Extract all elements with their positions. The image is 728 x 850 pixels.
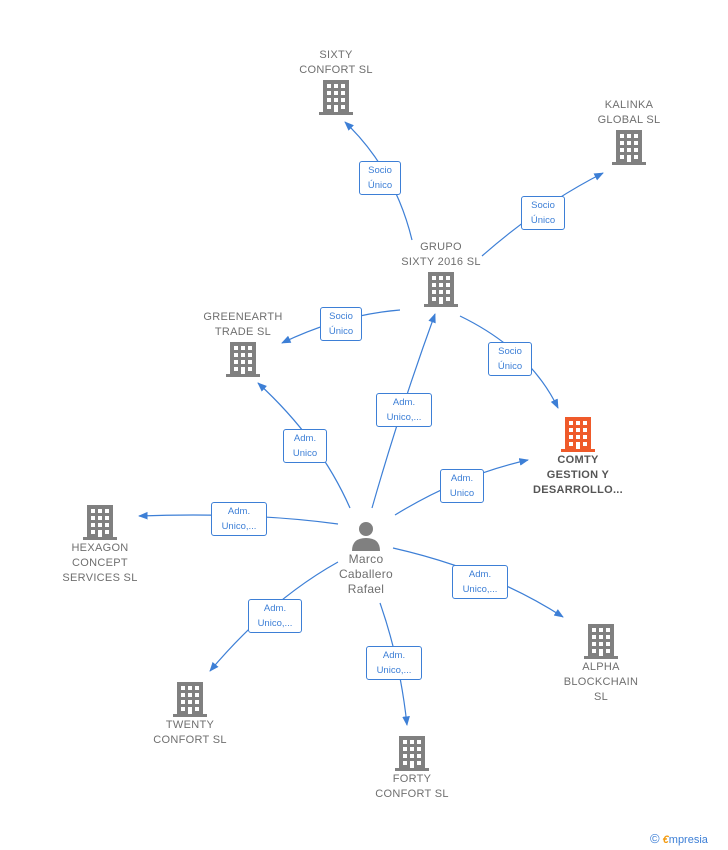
edge-label-grupo-kalinka: Socio Único (521, 196, 565, 230)
brand-name: mpresia (668, 834, 708, 846)
edge-label-marco-hexagon: Adm. Unico,... (211, 502, 267, 536)
edge-label-marco-alpha: Adm. Unico,... (452, 565, 508, 599)
copyright-icon: © (650, 831, 660, 846)
node-kalinka-global[interactable]: KALINKA GLOBAL SL (564, 98, 694, 166)
edge-label-marco-twenty: Adm. Unico,... (248, 599, 302, 633)
building-icon (173, 682, 207, 717)
edge-label-marco-grupo: Adm. Unico,... (376, 393, 432, 427)
edge-label-marco-greenearth: Adm. Unico (283, 429, 327, 463)
edge-label-grupo-greenearth: Socio Único (320, 307, 362, 341)
building-icon (319, 80, 353, 115)
person-icon (352, 522, 380, 551)
edge-label-marco-forty: Adm. Unico,... (366, 646, 422, 680)
node-label: GREENEARTH TRADE SL (203, 311, 283, 338)
node-comty-gestion[interactable]: COMTY GESTION Y DESARROLLO... (513, 415, 643, 498)
node-grupo-sixty-2016[interactable]: GRUPO SIXTY 2016 SL (376, 240, 506, 308)
node-label: TWENTY CONFORT SL (153, 719, 227, 746)
node-sixty-confort[interactable]: SIXTY CONFORT SL (271, 48, 401, 116)
node-label: FORTY CONFORT SL (375, 773, 449, 800)
node-hexagon-concept[interactable]: HEXAGON CONCEPT SERVICES SL (35, 503, 165, 586)
building-icon (561, 417, 595, 452)
building-icon (226, 342, 260, 377)
node-marco-caballero[interactable]: Marco Caballero Rafael (301, 520, 431, 597)
brand-e: € (662, 834, 669, 846)
node-twenty-confort[interactable]: TWENTY CONFORT SL (125, 680, 255, 748)
building-icon (424, 272, 458, 307)
edge-label-grupo-sixty: Socio Único (359, 161, 401, 195)
building-icon (83, 505, 117, 540)
building-icon (395, 736, 429, 771)
edge-label-marco-comty: Adm. Unico (440, 469, 484, 503)
node-label: ALPHA BLOCKCHAIN SL (563, 661, 639, 703)
node-alpha-blockchain[interactable]: ALPHA BLOCKCHAIN SL (536, 622, 666, 705)
node-greenearth-trade[interactable]: GREENEARTH TRADE SL (178, 310, 308, 378)
node-label: HEXAGON CONCEPT SERVICES SL (62, 542, 138, 584)
node-label: Marco Caballero Rafael (338, 552, 394, 596)
node-label: KALINKA GLOBAL SL (597, 99, 661, 126)
node-label: COMTY GESTION Y DESARROLLO... (532, 454, 624, 496)
node-label: SIXTY CONFORT SL (299, 49, 373, 76)
node-forty-confort[interactable]: FORTY CONFORT SL (347, 734, 477, 802)
building-icon (612, 130, 646, 165)
building-icon (584, 624, 618, 659)
node-label: GRUPO SIXTY 2016 SL (401, 241, 481, 268)
edge-label-grupo-comty: Socio Único (488, 342, 532, 376)
empresia-logo: © €mpresia (650, 831, 708, 846)
